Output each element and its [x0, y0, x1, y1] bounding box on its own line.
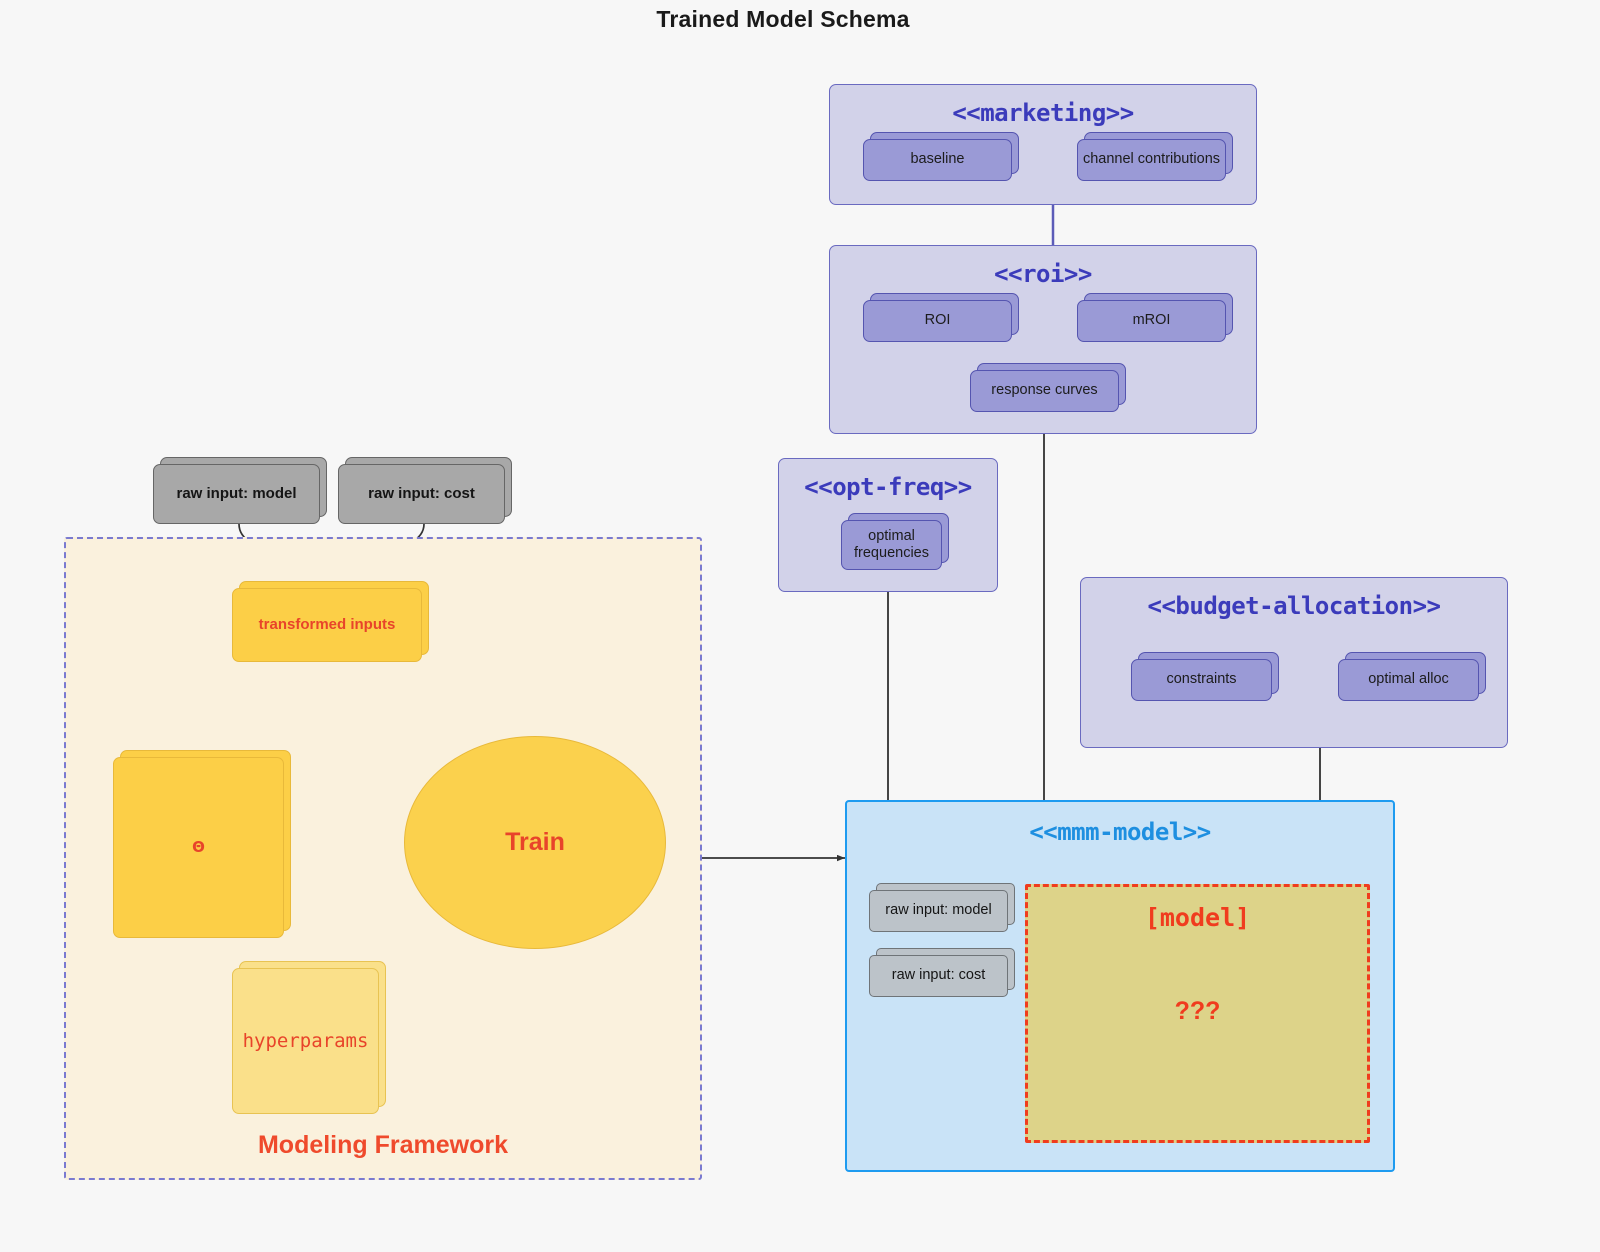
card-mroi-label: mROI — [1077, 300, 1226, 342]
card-baseline-label: baseline — [863, 139, 1012, 181]
card-optimal-frequencies[interactable]: optimal frequencies — [841, 513, 949, 570]
card-baseline[interactable]: baseline — [863, 132, 1019, 181]
card-raw-input-model[interactable]: raw input: model — [153, 457, 327, 524]
card-hyperparams[interactable]: hyperparams — [232, 961, 386, 1114]
card-optimal-alloc-label: optimal alloc — [1338, 659, 1479, 701]
card-roi-label: ROI — [863, 300, 1012, 342]
card-response-curves[interactable]: response curves — [970, 363, 1126, 412]
model-placeholder-box[interactable]: [model] ??? — [1025, 884, 1370, 1143]
model-unknown-label: ??? — [1174, 997, 1221, 1025]
package-marketing-title: <<marketing>> — [952, 99, 1134, 127]
card-mmm-raw-input-model-label: raw input: model — [869, 890, 1008, 932]
package-budget-allocation-title: <<budget-allocation>> — [1147, 592, 1441, 620]
page-title: Trained Model Schema — [656, 6, 910, 32]
card-constraints-label: constraints — [1131, 659, 1272, 701]
card-channel-contributions-label: channel contributions — [1077, 139, 1226, 181]
card-raw-input-model-label: raw input: model — [153, 464, 320, 524]
card-mroi[interactable]: mROI — [1077, 293, 1233, 342]
card-raw-input-cost-label: raw input: cost — [338, 464, 505, 524]
card-raw-input-cost[interactable]: raw input: cost — [338, 457, 512, 524]
card-response-curves-label: response curves — [970, 370, 1119, 412]
train-label: Train — [505, 828, 565, 856]
card-optimal-alloc[interactable]: optimal alloc — [1338, 652, 1486, 701]
card-roi[interactable]: ROI — [863, 293, 1019, 342]
card-transformed-inputs-label: transformed inputs — [232, 588, 422, 662]
card-constraints[interactable]: constraints — [1131, 652, 1279, 701]
card-mmm-raw-input-cost[interactable]: raw input: cost — [869, 948, 1015, 997]
package-roi-title: <<roi>> — [994, 260, 1092, 288]
card-theta[interactable]: Θ — [113, 750, 291, 938]
modeling-framework-label: Modeling Framework — [257, 1131, 509, 1159]
card-mmm-raw-input-cost-label: raw input: cost — [869, 955, 1008, 997]
card-optimal-frequencies-label: optimal frequencies — [841, 520, 942, 570]
card-mmm-raw-input-model[interactable]: raw input: model — [869, 883, 1015, 932]
package-mmm-model-title: <<mmm-model>> — [1029, 818, 1211, 846]
card-hyperparams-label: hyperparams — [232, 968, 379, 1114]
card-channel-contributions[interactable]: channel contributions — [1077, 132, 1233, 181]
train-node[interactable]: Train — [404, 736, 666, 949]
model-label: [model] — [1144, 903, 1251, 932]
package-opt-freq-title: <<opt-freq>> — [804, 473, 972, 501]
card-transformed-inputs[interactable]: transformed inputs — [232, 581, 429, 662]
theta-symbol-icon: Θ — [113, 757, 284, 938]
